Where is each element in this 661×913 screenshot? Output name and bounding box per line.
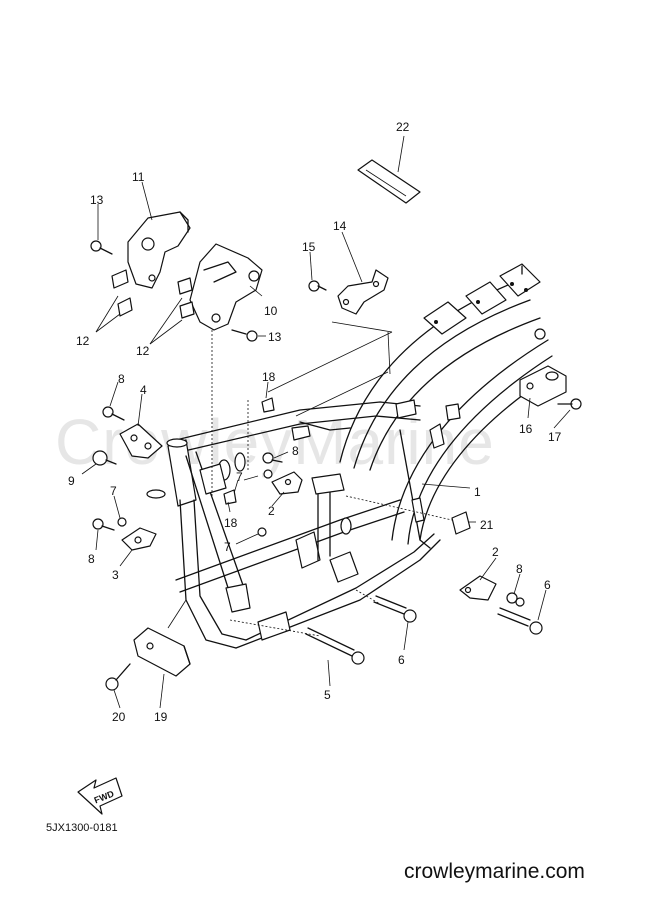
part-6-bolts [373,595,543,635]
part-12-clips [111,269,195,319]
part-2-bracket [271,471,497,601]
part-20-bolt [105,663,131,691]
callout-21: 21 [480,518,494,532]
part-14-bracket [337,269,389,315]
part-21-label [451,511,471,535]
callout-6: 6 [544,578,551,592]
leader-lines [167,321,453,637]
part-16-damper [519,365,567,407]
fwd-arrow-icon: FWD [77,777,123,815]
callout-12: 12 [76,334,90,348]
part-8-nuts [92,406,525,607]
callout-1: 1 [474,485,481,499]
callout-14: 14 [333,219,347,233]
callout-20: 20 [112,710,126,724]
callout-19: 19 [154,710,168,724]
callout-leaders [81,135,571,709]
callout-10: 10 [264,304,278,318]
callout-15: 15 [302,240,316,254]
callout-7: 7 [110,484,117,498]
part-1-main-frame [146,263,557,649]
part-15-bolt [308,280,327,292]
callout-22: 22 [396,120,410,134]
part-7-collars [117,469,273,537]
callout-3: 3 [112,568,119,582]
part-10-cover [189,243,263,331]
callout-6b: 6 [398,653,405,667]
callout-7c: 7 [224,540,231,554]
part-4-bracket [119,423,163,459]
callout-8: 8 [118,372,125,386]
callout-17: 17 [548,430,562,444]
callout-8b: 8 [292,444,299,458]
callout-8d: 8 [516,562,523,576]
callout-2: 2 [268,504,275,518]
callout-9: 9 [68,474,75,488]
callout-8c: 8 [88,552,95,566]
part-22-label [357,159,421,204]
callout-13: 13 [90,193,104,207]
part-5-bolt [305,627,365,665]
callout-2b: 2 [492,545,499,559]
callout-16: 16 [519,422,533,436]
callout-12b: 12 [136,344,150,358]
callout-4: 4 [140,383,147,397]
callout-7b: 7 [236,470,243,484]
part-19-plate [133,627,191,677]
part-13-bolts [90,240,258,342]
part-9-grommet [92,450,117,466]
callout-18: 18 [262,370,276,384]
part-3-bracket [121,527,157,551]
callout-13b: 13 [268,330,282,344]
site-name: crowleymarine.com [404,860,585,883]
part-18-clips [223,397,275,505]
callout-5: 5 [324,688,331,702]
callout-11: 11 [132,170,145,184]
part-17-bolt [557,398,582,410]
callout-18b: 18 [224,516,238,530]
diagram-code: 5JX1300-0181 [46,822,118,834]
part-11-cover [127,211,191,289]
